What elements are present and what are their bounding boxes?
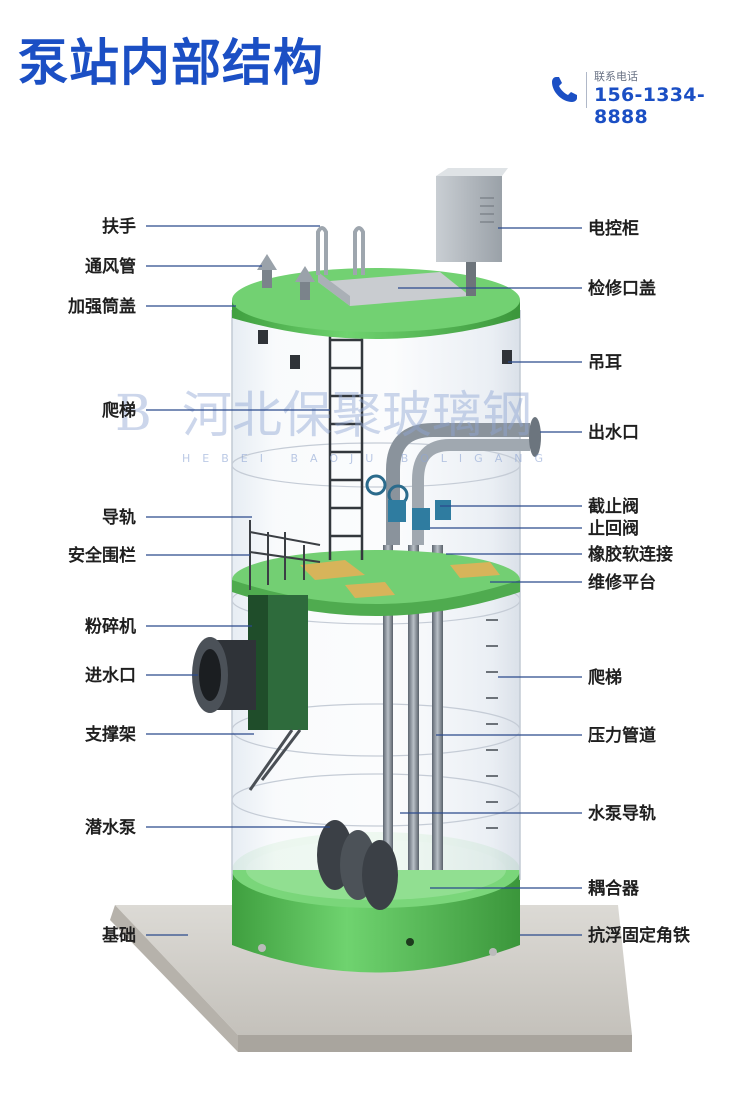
label-reinforced-cover: 加强筒盖 (67, 296, 136, 317)
watermark-text: 河北保聚玻璃钢 (182, 386, 532, 444)
contact-label: 联系电话 (594, 70, 638, 83)
label-handrail: 扶手 (102, 216, 136, 237)
label-pressure-pipe: 压力管道 (588, 725, 656, 746)
label-pump-guide-rail: 水泵导轨 (588, 803, 656, 824)
label-rubber-joint: 橡胶软连接 (588, 544, 673, 565)
grinder-unit (248, 595, 308, 730)
label-ladder-top: 爬梯 (102, 400, 136, 421)
handrails (316, 226, 365, 275)
label-anti-float-angle: 抗浮固定角铁 (588, 925, 690, 946)
contact-phone: 156-1334-8888 (594, 84, 706, 128)
label-stop-valve: 截止阀 (588, 496, 639, 517)
side-ladder-rungs (486, 619, 498, 829)
valves (365, 474, 451, 530)
contact-divider (586, 72, 587, 108)
ladder (328, 315, 364, 560)
watermark: B 河北保聚玻璃钢 HEBEI BAOJU BOLIGANG (115, 384, 555, 465)
label-submersible-pump: 潜水泵 (85, 817, 136, 838)
label-foundation: 基础 (101, 925, 136, 946)
label-water-outlet: 出水口 (588, 422, 639, 443)
label-ladder-side: 爬梯 (588, 667, 622, 688)
label-maintenance-cover: 检修口盖 (588, 278, 656, 299)
submersible-pumps (317, 820, 398, 910)
support-frame (248, 729, 302, 791)
label-guide-rail: 导轨 (102, 507, 136, 528)
contact-block: 联系电话 156-1334-8888 (548, 66, 748, 128)
label-support-frame: 支撑架 (85, 724, 136, 745)
watermark-pinyin: HEBEI BAOJU BOLIGANG (182, 452, 555, 465)
reinforced-top-cover (232, 268, 520, 369)
label-water-inlet: 进水口 (85, 665, 136, 686)
label-check-valve: 止回阀 (588, 518, 639, 539)
phone-icon (552, 77, 577, 102)
pressure-pipes (383, 417, 541, 870)
label-coupling: 耦合器 (588, 878, 640, 899)
label-lifting-lug: 吊耳 (588, 353, 622, 373)
label-grinder: 粉碎机 (85, 616, 136, 637)
label-vent-pipe: 通风管 (85, 256, 136, 277)
page-title: 泵站内部结构 (18, 34, 324, 92)
label-control-cabinet: 电控柜 (588, 218, 639, 239)
label-maintenance-platform: 维修平台 (588, 572, 656, 593)
leader-lines (146, 225, 582, 936)
label-safety-fence: 安全围栏 (68, 545, 136, 566)
water-inlet-pipe (192, 637, 256, 713)
control-cabinet (436, 168, 508, 296)
svg-text:B: B (115, 384, 152, 442)
